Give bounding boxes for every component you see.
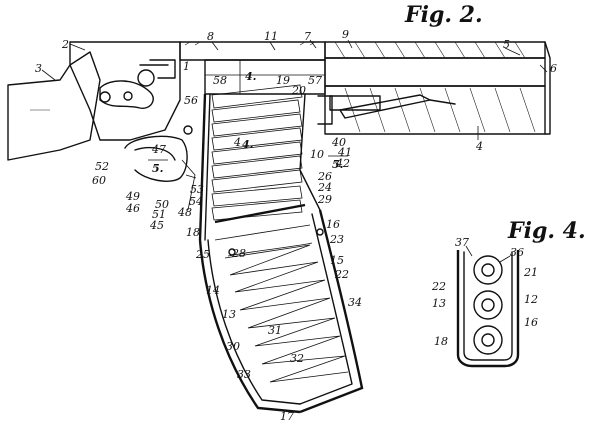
numeral-20: 20 [291,84,306,97]
numeral-18b: 18 [434,335,448,348]
numeral-33: 33 [237,368,251,381]
curved-magazine [198,209,364,414]
numeral-8: 8 [207,30,214,43]
cartridge-circles [473,255,503,355]
numeral-37: 37 [455,236,469,249]
section-5-right: 5. [332,158,344,171]
numeral-4b: 4 [475,140,483,153]
numeral-34: 34 [348,296,362,309]
fig-2-title: Fig. 2. [404,2,483,28]
numeral-53: 53 [190,183,204,196]
magazine-well [198,84,321,241]
numeral-14: 14 [206,284,220,297]
numeral-18a: 18 [186,226,200,239]
numeral-29: 29 [317,193,332,206]
numeral-31: 31 [268,324,282,337]
numeral-15: 15 [330,254,344,267]
barrel-and-forearm [317,41,551,135]
numeral-42: 42 [335,157,350,170]
numeral-28: 28 [231,247,246,260]
numeral-56: 56 [184,94,198,107]
numeral-10: 10 [310,148,324,161]
numeral-54: 54 [189,195,203,208]
numeral-26: 26 [317,170,332,183]
numeral-22b: 22 [431,280,446,293]
numeral-24: 24 [317,181,332,194]
numeral-48: 48 [177,206,192,219]
numeral-30: 30 [226,340,240,353]
numeral-57: 57 [308,74,322,87]
numeral-9: 9 [342,28,349,41]
numeral-16b: 16 [524,316,538,329]
numeral-2: 2 [61,38,69,51]
numeral-21: 21 [523,266,538,279]
numeral-7: 7 [304,30,311,43]
fig-4-cross-section [456,250,520,368]
trigger-assembly [124,125,197,211]
leader-lines [41,39,548,263]
section-marks: 4. 4. 5. 5. [148,70,348,175]
numeral-52: 52 [95,160,109,173]
stock [7,51,101,161]
numeral-46: 46 [125,202,140,215]
numeral-13a: 13 [222,308,236,321]
numeral-17: 17 [280,410,294,423]
numeral-45: 45 [149,219,164,232]
numeral-47: 47 [151,143,166,156]
numeral-50: 50 [155,198,169,211]
numeral-5: 5 [503,38,510,51]
bolt-housing [179,41,326,95]
section-5-left: 5. [152,162,164,175]
numeral-51: 51 [152,208,166,221]
numeral-25: 25 [195,248,210,261]
fig-4-title: Fig. 4. [507,218,586,244]
numeral-49: 49 [125,190,140,203]
reference-numerals: 2 3 8 11 7 9 5 6 4 1 58 57 19 20 56 40 4… [35,28,557,423]
numeral-16a: 16 [326,218,340,231]
section-4-mid: 4. [242,138,254,151]
numeral-1: 1 [183,60,190,73]
numeral-19: 19 [276,74,290,87]
numeral-3: 3 [35,62,42,75]
numeral-4a: 4 [233,136,241,149]
section-4-top: 4. [245,70,257,83]
numeral-22a: 22 [334,268,349,281]
numeral-6: 6 [550,62,557,75]
numeral-32: 32 [290,352,304,365]
receiver-frame [69,41,181,141]
numeral-58: 58 [213,74,227,87]
numeral-40: 40 [331,136,346,149]
numeral-13b: 13 [432,297,446,310]
numeral-60: 60 [92,174,106,187]
numeral-36: 36 [510,246,524,259]
numeral-11: 11 [264,30,278,43]
numeral-12: 12 [524,293,538,306]
numeral-23: 23 [329,233,344,246]
